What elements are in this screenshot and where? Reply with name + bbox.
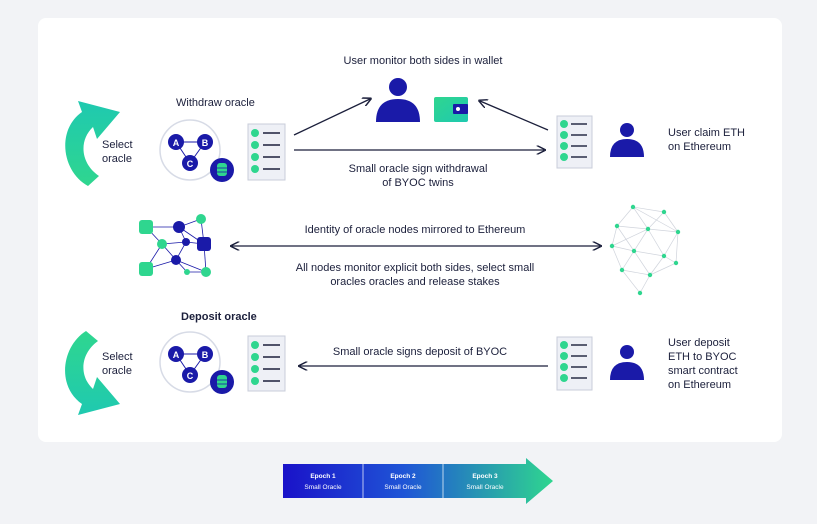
database-icon bbox=[217, 163, 227, 176]
database-icon bbox=[217, 375, 227, 388]
identity-label: Identity of oracle nodes mirrored to Eth… bbox=[305, 224, 526, 236]
node-a-icon bbox=[168, 346, 184, 362]
checklist-icon-top-left bbox=[247, 123, 286, 181]
monitor-label-line1: All nodes monitor explicit both sides, s… bbox=[296, 262, 534, 274]
user-deposit-line1: User deposit bbox=[668, 337, 730, 349]
deposit-oracle-label: Deposit oracle bbox=[181, 311, 257, 323]
deposit-oracle-cluster: A B C bbox=[159, 331, 234, 394]
user-deposit-line4: on Ethereum bbox=[668, 379, 731, 391]
epoch-3-subtitle: Small Oracle bbox=[466, 484, 504, 491]
monitor-label-line2: oracles oracles and release stakes bbox=[330, 276, 500, 288]
signs-deposit-label: Small oracle signs deposit of BYOC bbox=[333, 346, 507, 358]
epoch-timeline: Epoch 1 Small Oracle Epoch 2 Small Oracl… bbox=[283, 458, 553, 504]
user-icon-top-right bbox=[610, 123, 644, 157]
checklist-icon-bottom-right bbox=[556, 336, 593, 391]
epoch-3-title: Epoch 3 bbox=[472, 473, 498, 480]
user-icon-top bbox=[376, 78, 420, 122]
ethereum-mesh-nodes bbox=[609, 204, 681, 296]
sign-withdrawal-line2: of BYOC twins bbox=[382, 177, 454, 189]
node-b-icon bbox=[197, 134, 213, 150]
node-b-label: B bbox=[202, 350, 209, 360]
user-claim-line2: on Ethereum bbox=[668, 141, 731, 153]
node-a-label: A bbox=[173, 138, 180, 148]
node-c-label: C bbox=[187, 371, 194, 381]
select-label-bottom-2: oracle bbox=[102, 365, 132, 377]
select-label-top-2: oracle bbox=[102, 153, 132, 165]
select-arrow-bottom-icon bbox=[65, 331, 120, 415]
node-a-label: A bbox=[173, 350, 180, 360]
withdraw-oracle-label: Withdraw oracle bbox=[176, 97, 255, 109]
node-a-icon bbox=[168, 134, 184, 150]
user-deposit-line2: ETH to BYOC bbox=[668, 351, 737, 363]
node-c-icon bbox=[182, 367, 198, 383]
wallet-icon bbox=[434, 97, 468, 122]
user-claim-line1: User claim ETH bbox=[668, 127, 745, 139]
select-label-bottom-1: Select bbox=[102, 351, 133, 363]
epoch-1-title: Epoch 1 bbox=[310, 473, 336, 480]
user-icon-bottom-right bbox=[610, 345, 644, 380]
withdraw-oracle-cluster: A B C bbox=[159, 119, 234, 182]
checklist-icon-top-right bbox=[556, 115, 593, 169]
top-title: User monitor both sides in wallet bbox=[344, 55, 503, 67]
select-arrow-top-icon bbox=[65, 101, 120, 186]
oracle-network-nodes bbox=[139, 214, 211, 277]
ethereum-mesh-icon bbox=[611, 206, 679, 294]
checklist-icon-bottom-left bbox=[247, 335, 286, 392]
node-b-label: B bbox=[202, 138, 209, 148]
epoch-1-subtitle: Small Oracle bbox=[304, 484, 342, 491]
node-b-icon bbox=[197, 346, 213, 362]
user-deposit-line3: smart contract bbox=[668, 365, 738, 377]
arrow-withdraw-to-user bbox=[293, 99, 370, 136]
select-label-top-1: Select bbox=[102, 139, 133, 151]
arrow-claim-to-user bbox=[480, 101, 549, 131]
epoch-2-title: Epoch 2 bbox=[390, 473, 416, 480]
node-c-label: C bbox=[187, 159, 194, 169]
node-c-icon bbox=[182, 155, 198, 171]
sign-withdrawal-line1: Small oracle sign withdrawal bbox=[349, 163, 488, 175]
epoch-2-subtitle: Small Oracle bbox=[384, 484, 422, 491]
